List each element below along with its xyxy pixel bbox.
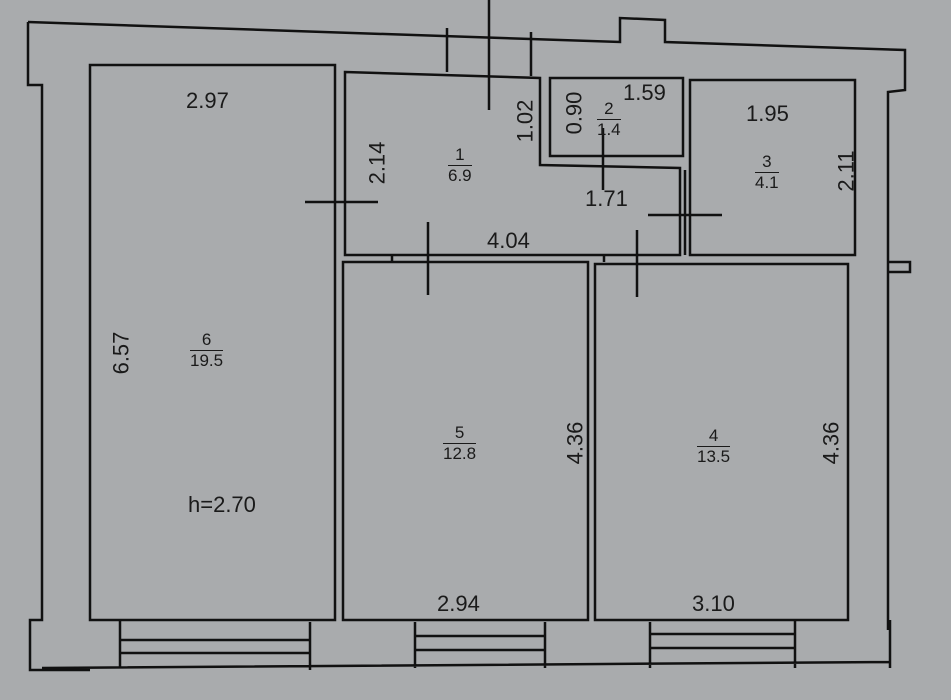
room-1-outline — [343, 70, 682, 257]
balcony-stub — [888, 260, 912, 274]
dim-room5-length: 4.36 — [562, 421, 588, 465]
room-2-outline — [548, 76, 685, 158]
dim-room1-width: 4.04 — [487, 228, 530, 253]
dim-room3-height: 2.11 — [833, 150, 859, 192]
window-1 — [120, 638, 310, 655]
dim-room4-width: 3.10 — [692, 591, 735, 616]
door-marks — [305, 128, 722, 297]
dim-room1-left: 2.14 — [364, 141, 390, 185]
dim-room3-width: 1.95 — [746, 101, 789, 126]
shaft — [445, 28, 533, 76]
dim-room2-height: 0.90 — [561, 91, 587, 135]
window-2 — [415, 634, 545, 652]
dim-room4-length: 4.36 — [818, 421, 844, 465]
window-3 — [650, 632, 795, 650]
room-3-outline — [688, 78, 857, 257]
dim-room5-width: 2.94 — [437, 591, 480, 616]
ceiling-height: h=2.70 — [188, 492, 256, 517]
dim-room6-width: 2.97 — [186, 88, 229, 113]
dim-room2-width: 1.59 — [623, 80, 666, 105]
dim-room6-length: 6.57 — [108, 331, 134, 375]
outer-wall-left — [26, 22, 90, 672]
room-4-outline — [593, 262, 850, 622]
dim-room1-right: 1.71 — [585, 186, 628, 211]
room-6-outline — [88, 63, 337, 622]
outer-wall-top — [27, 16, 907, 630]
dim-room1-niche: 1.02 — [512, 99, 538, 143]
room-5-outline — [341, 260, 590, 622]
bottom-wall — [41, 620, 892, 670]
